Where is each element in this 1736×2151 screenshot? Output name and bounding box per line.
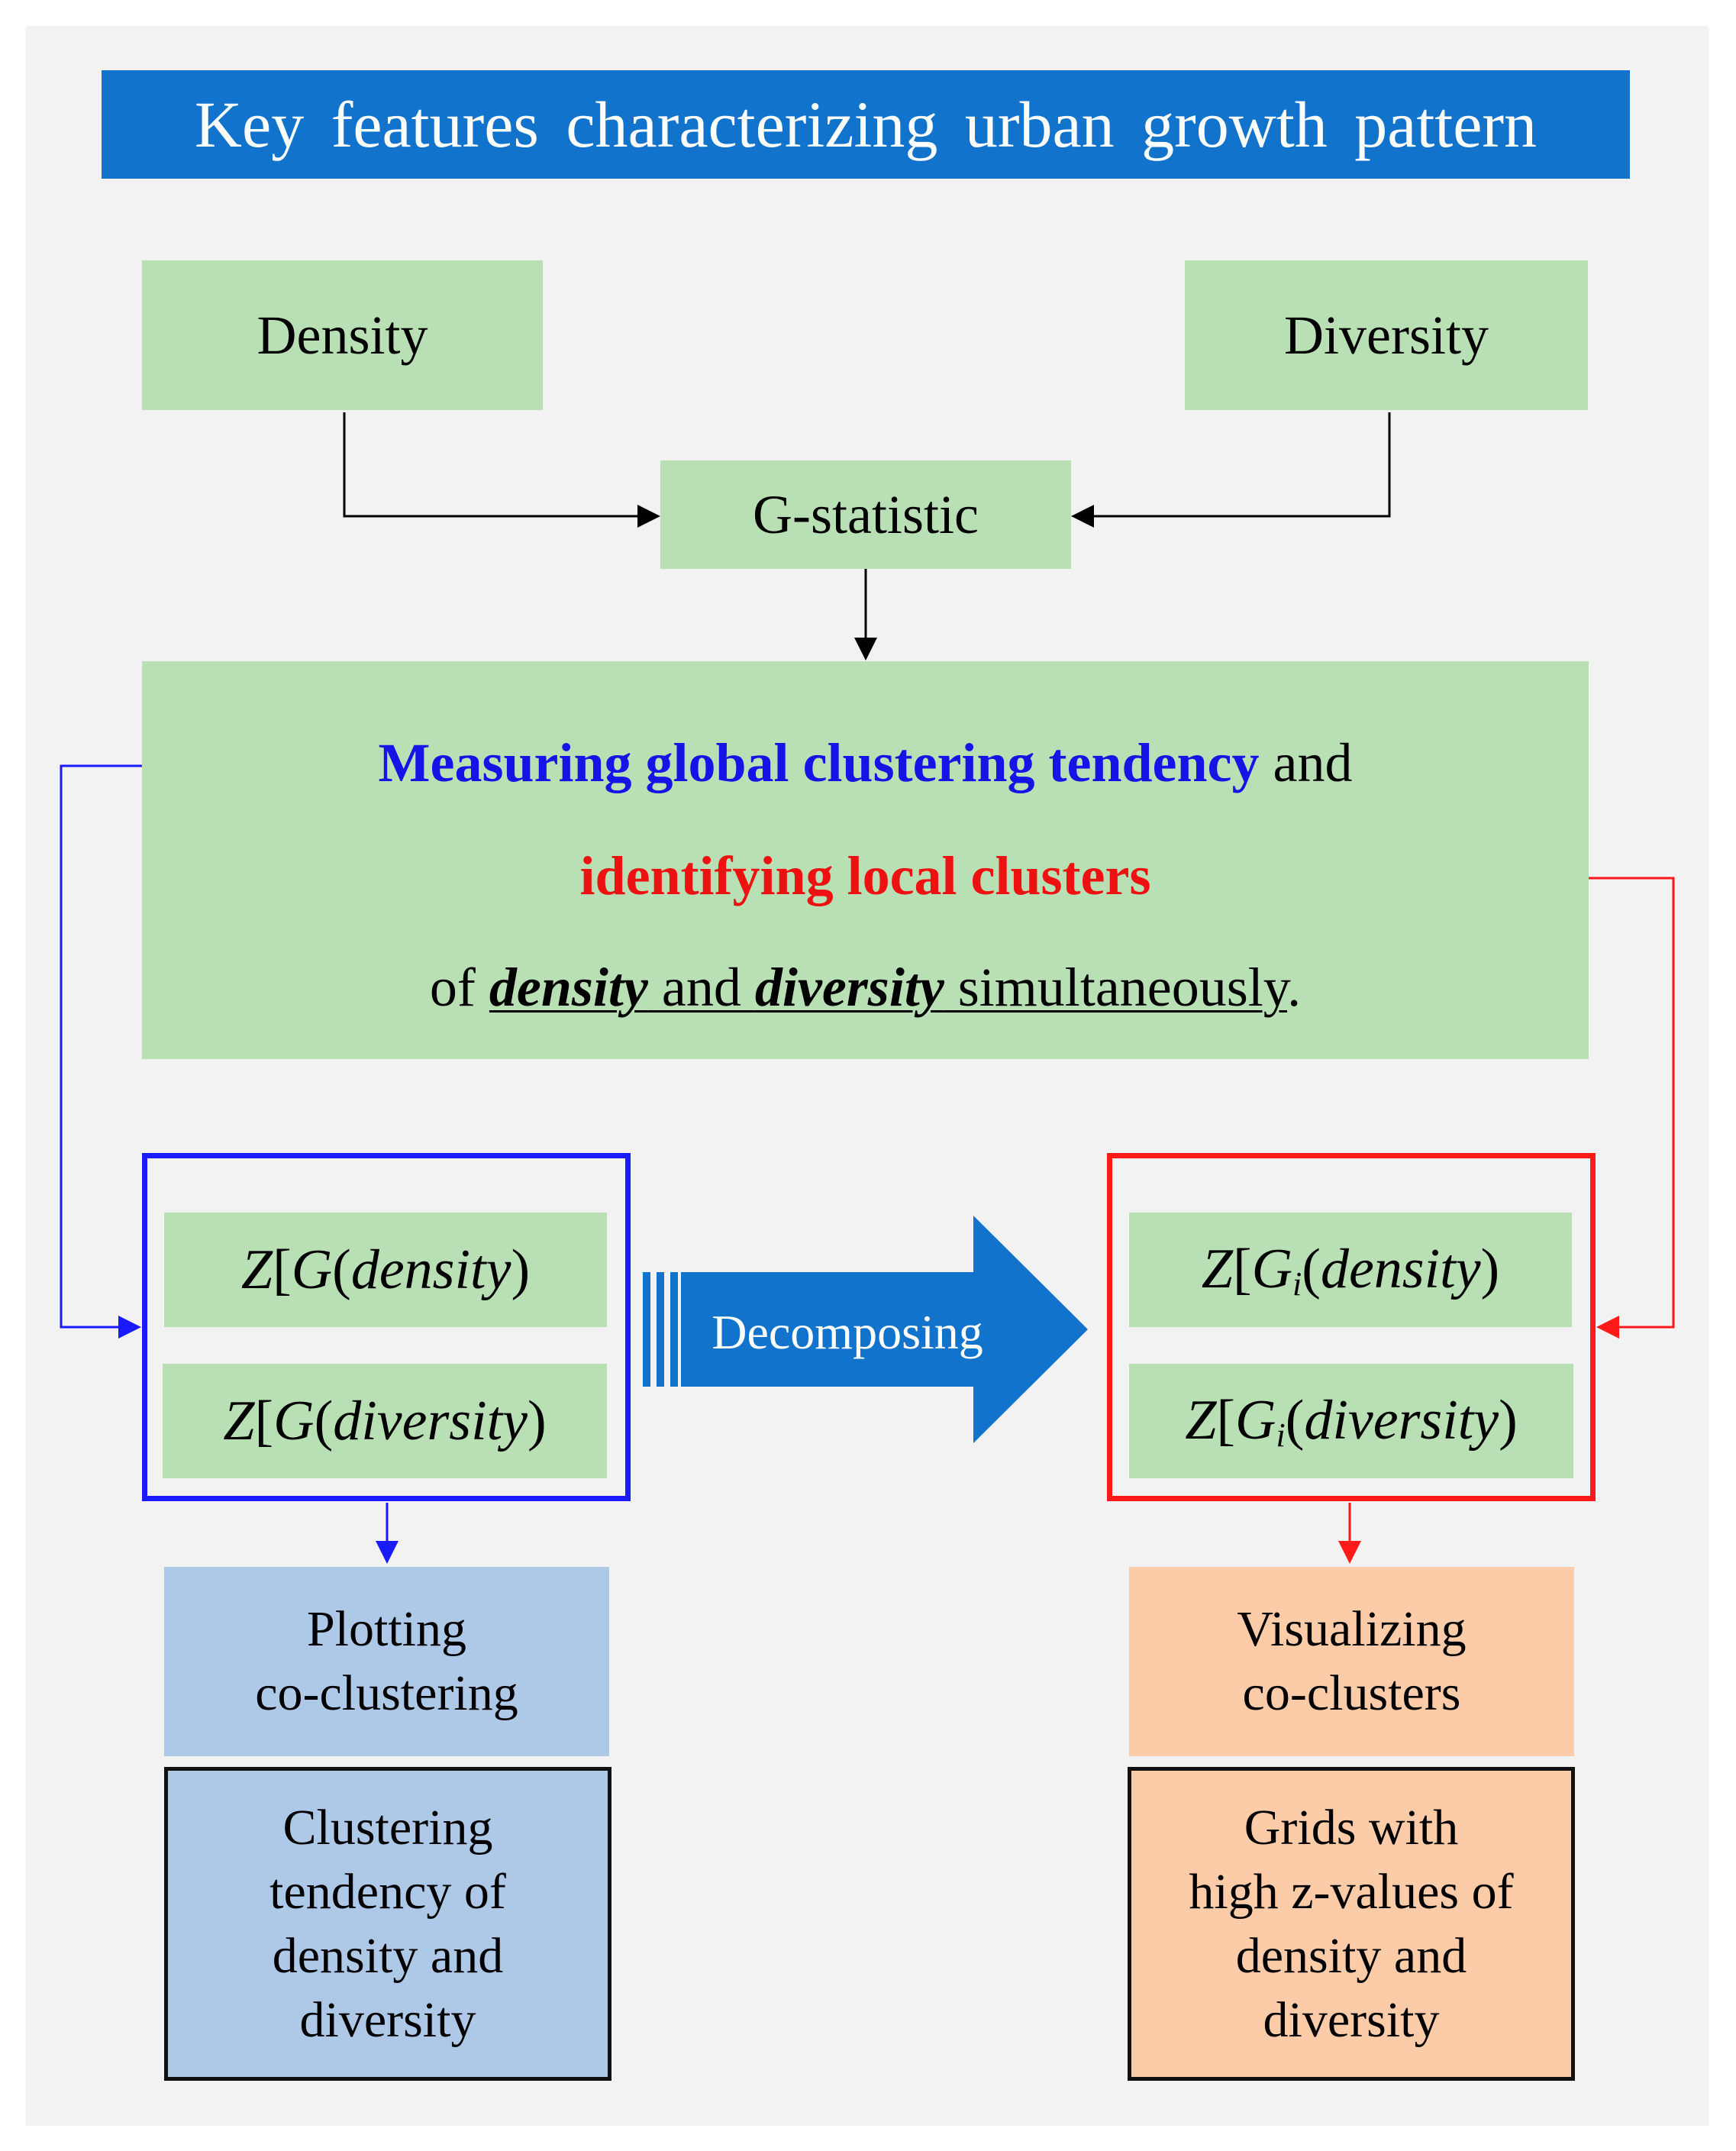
z-g-diversity-box: Z[G(diversity) bbox=[163, 1364, 607, 1478]
density-node: Density bbox=[142, 260, 543, 410]
g-statistic-node: G-statistic bbox=[660, 460, 1071, 569]
simultaneously-text: simultaneously bbox=[944, 957, 1288, 1018]
of-text: of bbox=[429, 957, 489, 1018]
z-gi-diversity-box: Z[Gi(diversity) bbox=[1129, 1364, 1573, 1478]
diversity-node: Diversity bbox=[1185, 260, 1588, 410]
and-text-1: and bbox=[1259, 732, 1353, 793]
local-clusters-phrase: identifying local clusters bbox=[579, 845, 1151, 906]
connector-density-to-gstat bbox=[343, 412, 660, 528]
density-term: density bbox=[489, 957, 648, 1018]
high-z-values-result-box: Grids with high z-values of density and … bbox=[1128, 1767, 1575, 2081]
decomposing-label: Decomposing bbox=[712, 1305, 983, 1359]
visualizing-co-clusters-box: Visualizing co-clusters bbox=[1129, 1567, 1574, 1756]
and-text-2: and bbox=[647, 957, 755, 1018]
decomposing-arrow bbox=[643, 1216, 1088, 1443]
local-statistics-frame bbox=[1107, 1153, 1596, 1501]
main-line-3: of density and diversity simultaneously. bbox=[142, 956, 1589, 1019]
period-text: . bbox=[1287, 957, 1302, 1018]
connector-diversity-to-gstat bbox=[1071, 412, 1391, 528]
z-gi-density-box: Z[Gi(density) bbox=[1129, 1213, 1572, 1327]
z-g-density-box: Z[G(density) bbox=[164, 1213, 607, 1327]
diversity-term: diversity bbox=[754, 957, 944, 1018]
main-line-2: identifying local clusters bbox=[142, 845, 1589, 908]
clustering-tendency-result-box: Clustering tendency of density and diver… bbox=[164, 1767, 611, 2081]
main-line-1: Measuring global clustering tendency and bbox=[142, 732, 1589, 795]
global-clustering-phrase: Measuring global clustering tendency bbox=[378, 732, 1260, 793]
plotting-co-clustering-box: Plotting co-clustering bbox=[164, 1567, 609, 1756]
global-statistics-frame bbox=[142, 1153, 631, 1501]
main-objective-box: Measuring global clustering tendency and… bbox=[142, 661, 1589, 1059]
diagram-title: Key features characterizing urban growth… bbox=[102, 70, 1630, 179]
